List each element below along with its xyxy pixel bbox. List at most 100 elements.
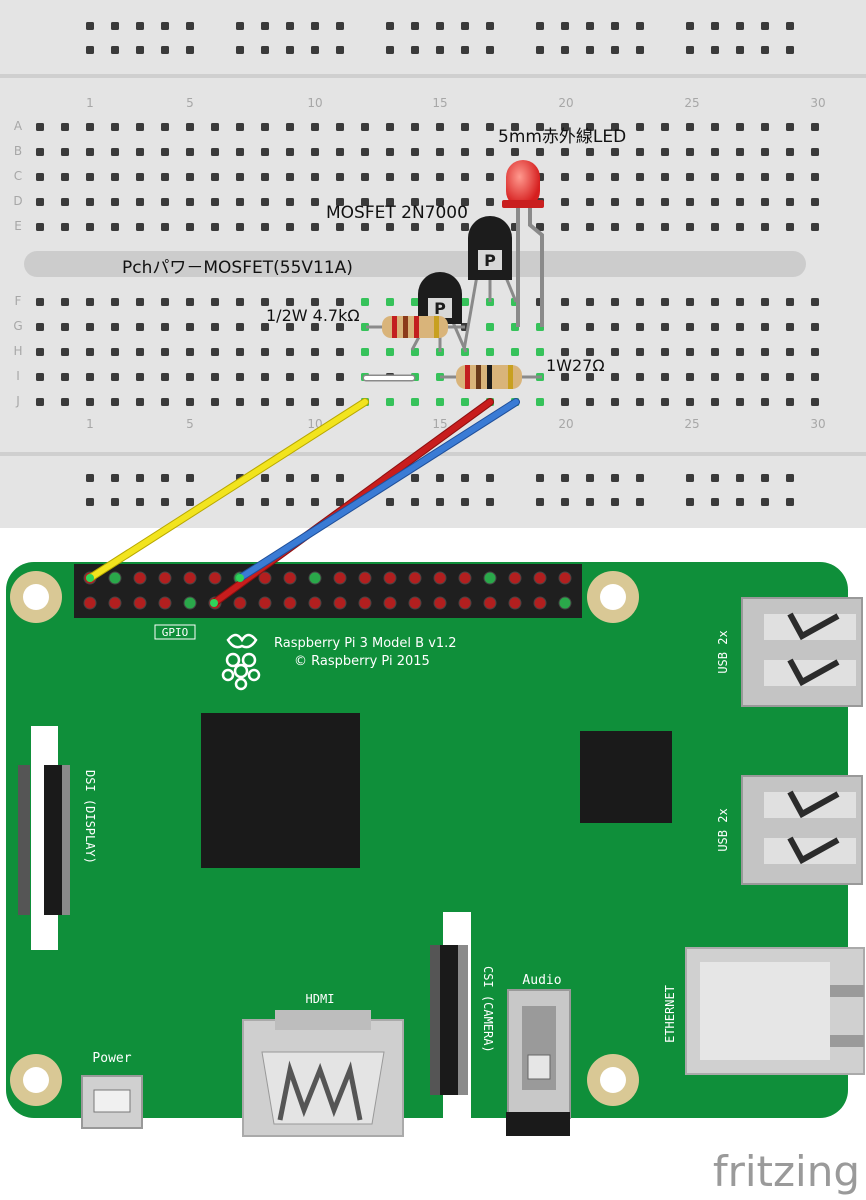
breadboard-hole	[461, 198, 469, 206]
breadboard-hole	[586, 173, 594, 181]
breadboard-hole	[586, 398, 594, 406]
breadboard-hole	[586, 148, 594, 156]
breadboard-hole	[736, 173, 744, 181]
breadboard-hole	[161, 298, 169, 306]
breadboard-hole	[561, 298, 569, 306]
breadboard-hole	[711, 198, 719, 206]
breadboard-hole	[686, 498, 694, 506]
breadboard-hole	[611, 298, 619, 306]
breadboard-hole	[486, 123, 494, 131]
row-letter: C	[14, 169, 22, 183]
breadboard-hole	[761, 298, 769, 306]
breadboard-hole	[661, 148, 669, 156]
breadboard-hole	[136, 223, 144, 231]
breadboard-hole	[561, 198, 569, 206]
breadboard-hole	[86, 22, 94, 30]
breadboard-hole	[186, 298, 194, 306]
breadboard-hole	[561, 148, 569, 156]
breadboard-hole	[261, 373, 269, 381]
breadboard-hole	[611, 22, 619, 30]
gpio-pin	[183, 596, 197, 610]
breadboard-hole	[211, 348, 219, 356]
gpio-pin	[483, 596, 497, 610]
breadboard-hole	[361, 323, 369, 331]
col-num: 15	[432, 417, 447, 431]
breadboard-hole	[111, 498, 119, 506]
breadboard-hole	[686, 348, 694, 356]
csi-connector: CSI (CAMERA)	[430, 912, 495, 1122]
breadboard-hole	[486, 198, 494, 206]
breadboard-hole	[261, 348, 269, 356]
breadboard-hole	[686, 398, 694, 406]
breadboard-hole	[211, 148, 219, 156]
breadboard-hole	[36, 398, 44, 406]
breadboard-hole	[111, 123, 119, 131]
breadboard-hole	[561, 498, 569, 506]
breadboard-hole	[286, 123, 294, 131]
breadboard-hole	[736, 22, 744, 30]
breadboard-hole	[236, 198, 244, 206]
breadboard-hole	[86, 498, 94, 506]
breadboard-hole	[811, 298, 819, 306]
breadboard-hole	[786, 474, 794, 482]
breadboard-hole	[661, 198, 669, 206]
mounting-holes	[10, 571, 639, 1106]
breadboard-hole	[736, 298, 744, 306]
power-label: Power	[92, 1051, 131, 1066]
breadboard-hole	[161, 46, 169, 54]
breadboard-hole	[136, 498, 144, 506]
breadboard-hole	[286, 148, 294, 156]
breadboard-hole	[211, 373, 219, 381]
audio-jack: Audio	[506, 973, 571, 1136]
breadboard-hole	[136, 474, 144, 482]
breadboard-hole	[461, 46, 469, 54]
breadboard-hole	[236, 46, 244, 54]
breadboard-hole	[686, 173, 694, 181]
breadboard-hole	[536, 123, 544, 131]
breadboard-hole	[261, 123, 269, 131]
breadboard-hole	[711, 123, 719, 131]
breadboard-hole	[336, 22, 344, 30]
breadboard-hole	[511, 348, 519, 356]
breadboard-hole	[661, 223, 669, 231]
breadboard-hole	[736, 223, 744, 231]
breadboard-hole	[636, 498, 644, 506]
breadboard-hole	[311, 173, 319, 181]
breadboard-hole	[161, 474, 169, 482]
breadboard-hole	[361, 123, 369, 131]
breadboard-hole	[286, 474, 294, 482]
gpio-header: GPIO	[74, 564, 582, 640]
breadboard-hole	[461, 173, 469, 181]
gpio-pin	[408, 596, 422, 610]
breadboard-hole	[536, 22, 544, 30]
breadboard-hole	[536, 398, 544, 406]
breadboard-hole	[236, 348, 244, 356]
ir-led	[502, 160, 544, 327]
breadboard-hole	[261, 46, 269, 54]
breadboard-hole	[361, 298, 369, 306]
breadboard-hole	[311, 323, 319, 331]
breadboard-hole	[411, 148, 419, 156]
gpio-pin	[458, 596, 472, 610]
breadboard-hole	[636, 173, 644, 181]
breadboard-hole	[261, 173, 269, 181]
breadboard-hole	[761, 474, 769, 482]
breadboard-hole	[136, 198, 144, 206]
breadboard-hole	[336, 46, 344, 54]
gpio-pin	[408, 571, 422, 585]
breadboard-hole	[486, 173, 494, 181]
breadboard-hole	[636, 398, 644, 406]
breadboard-hole	[111, 46, 119, 54]
mosfet-2n7000: P	[462, 216, 518, 351]
breadboard-hole	[186, 373, 194, 381]
breadboard-hole	[411, 398, 419, 406]
gpio-label: GPIO	[162, 626, 189, 639]
breadboard-hole	[536, 498, 544, 506]
breadboard-hole	[786, 298, 794, 306]
gpio-pin	[533, 571, 547, 585]
breadboard-hole	[786, 348, 794, 356]
breadboard-hole	[186, 223, 194, 231]
breadboard-hole	[236, 148, 244, 156]
breadboard-hole	[86, 348, 94, 356]
